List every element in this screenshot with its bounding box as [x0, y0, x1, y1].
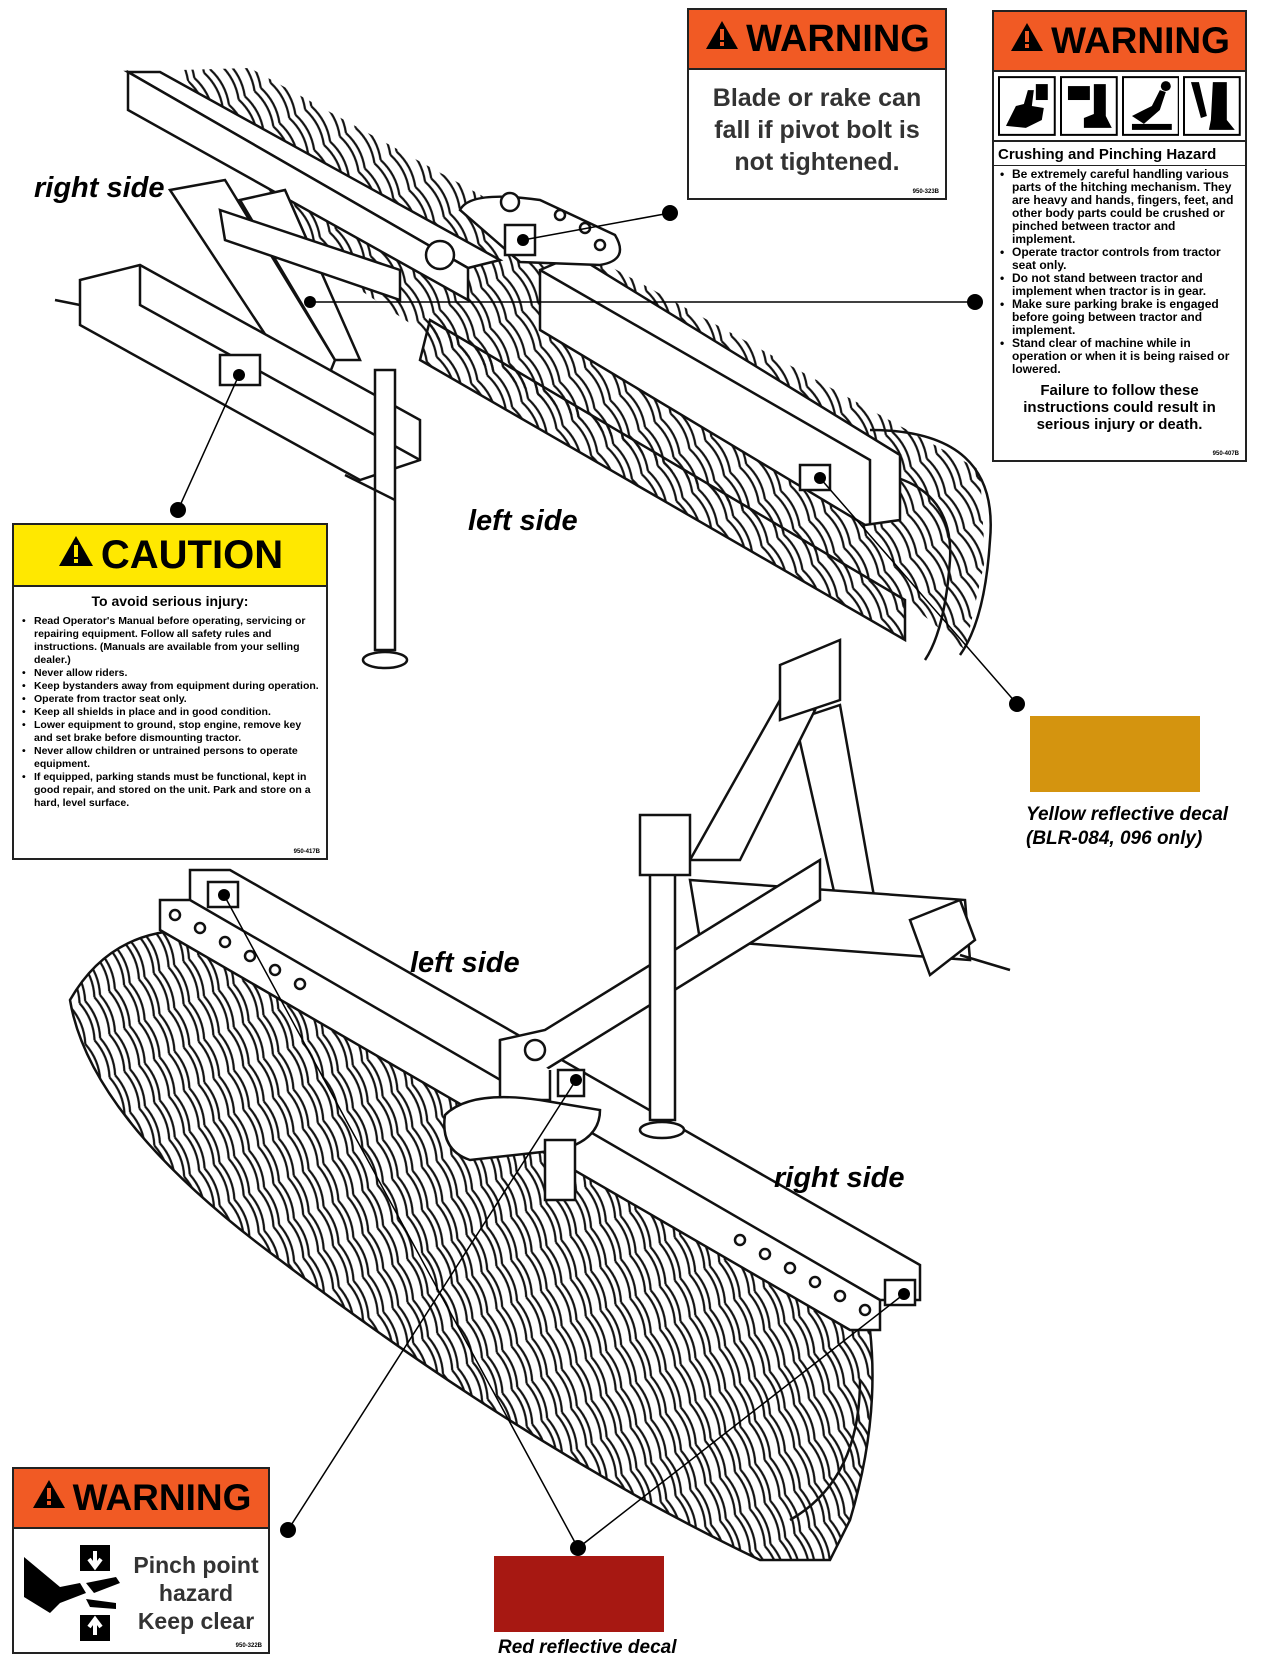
leader-dot [517, 234, 529, 246]
decal-pinch-warning: WARNING Pinch point hazard Keep clear 95… [12, 1467, 270, 1654]
foot-crush-icon [1059, 76, 1118, 136]
decal-code: 950-322B [235, 1643, 262, 1649]
decal-code: 950-323B [912, 189, 939, 195]
pinch-point-hand-icon [24, 1545, 120, 1641]
leader-dot [662, 205, 678, 221]
decal-caution-title: To avoid serious injury: [91, 593, 249, 609]
leader-dot [280, 1522, 296, 1538]
list-item: Operate from tractor seat only. [20, 693, 320, 706]
leader-lines [177, 212, 1018, 1549]
decal-crush-list: Be extremely careful handling various pa… [994, 166, 1245, 376]
list-item: Operate tractor controls from tractor se… [998, 246, 1241, 272]
list-item: Keep bystanders away from equipment duri… [20, 680, 320, 693]
decal-crush-header: WARNING [994, 12, 1245, 72]
leader-dot [570, 1074, 582, 1086]
hand-crush-icon [998, 76, 1056, 136]
leader-dot [814, 472, 826, 484]
list-item: Lower equipment to ground, stop engine, … [20, 719, 320, 745]
top-rake [54, 68, 992, 670]
decal-crush-title: Crushing and Pinching Hazard [994, 142, 1245, 166]
list-item: Keep all shields in place and in good co… [20, 706, 320, 719]
red-reflective-swatch [494, 1556, 664, 1632]
decal-pinch-line2: hazard [158, 1580, 234, 1606]
list-item: Never allow riders. [20, 667, 320, 680]
leader-dot [218, 889, 230, 901]
list-item: Do not stand between tractor and impleme… [998, 272, 1241, 298]
warning-triangle-icon [1009, 20, 1045, 62]
leader-dot [570, 1540, 586, 1556]
leader-dot [233, 369, 245, 381]
label-bottom-right-side: right side [774, 1162, 905, 1194]
list-item: Be extremely careful handling various pa… [998, 168, 1241, 246]
warning-triangle-icon [704, 18, 740, 61]
list-item: Read Operator's Manual before operating,… [20, 615, 320, 667]
body-crush-icon [1121, 76, 1180, 136]
leader-dot [967, 294, 983, 310]
decal-pinch-header: WARNING [14, 1469, 268, 1529]
leader-dot [898, 1288, 910, 1300]
decal-crush-warning: WARNING Crushing and Pinching Hazard Be … [992, 10, 1247, 462]
red-reflective-caption: Red reflective decal [498, 1637, 677, 1658]
leader-dot [170, 502, 186, 518]
label-bottom-left-side: left side [410, 947, 520, 979]
list-item: If equipped, parking stands must be func… [20, 771, 320, 810]
leader-dot [304, 296, 316, 308]
leg-crush-icon [1183, 76, 1241, 136]
decal-code: 950-417B [293, 849, 320, 855]
decal-bolt-text: Blade or rake can fall if pivot bolt is … [712, 84, 922, 176]
decal-code: 950-407B [1212, 451, 1239, 457]
decal-pinch-line3: Keep clear [137, 1608, 255, 1634]
decal-crush-footer: Failure to follow these instructions cou… [1023, 382, 1216, 433]
warning-triangle-icon [31, 1477, 67, 1519]
decal-caution-list: Read Operator's Manual before operating,… [14, 615, 326, 810]
decal-bolt-header: WARNING [689, 10, 945, 70]
leader-dot [1009, 696, 1025, 712]
decal-pinch-line1: Pinch point [133, 1552, 259, 1578]
list-item: Stand clear of machine while in operatio… [998, 337, 1241, 376]
yellow-reflective-swatch [1030, 716, 1200, 792]
list-item: Never allow children or untrained person… [20, 745, 320, 771]
decal-caution: CAUTION To avoid serious injury: Read Op… [12, 523, 328, 860]
decal-bolt-warning: WARNING Blade or rake can fall if pivot … [687, 8, 947, 200]
warning-triangle-icon [57, 533, 95, 578]
list-item: Make sure parking brake is engaged befor… [998, 298, 1241, 337]
decal-caution-header: CAUTION [14, 525, 326, 587]
yellow-reflective-caption: Yellow reflective decal (BLR-084, 096 on… [1026, 804, 1229, 849]
hazard-pictograms [994, 72, 1245, 142]
label-top-left-side: left side [468, 505, 578, 537]
leader-dots [170, 205, 1025, 1556]
label-top-right-side: right side [34, 172, 165, 204]
